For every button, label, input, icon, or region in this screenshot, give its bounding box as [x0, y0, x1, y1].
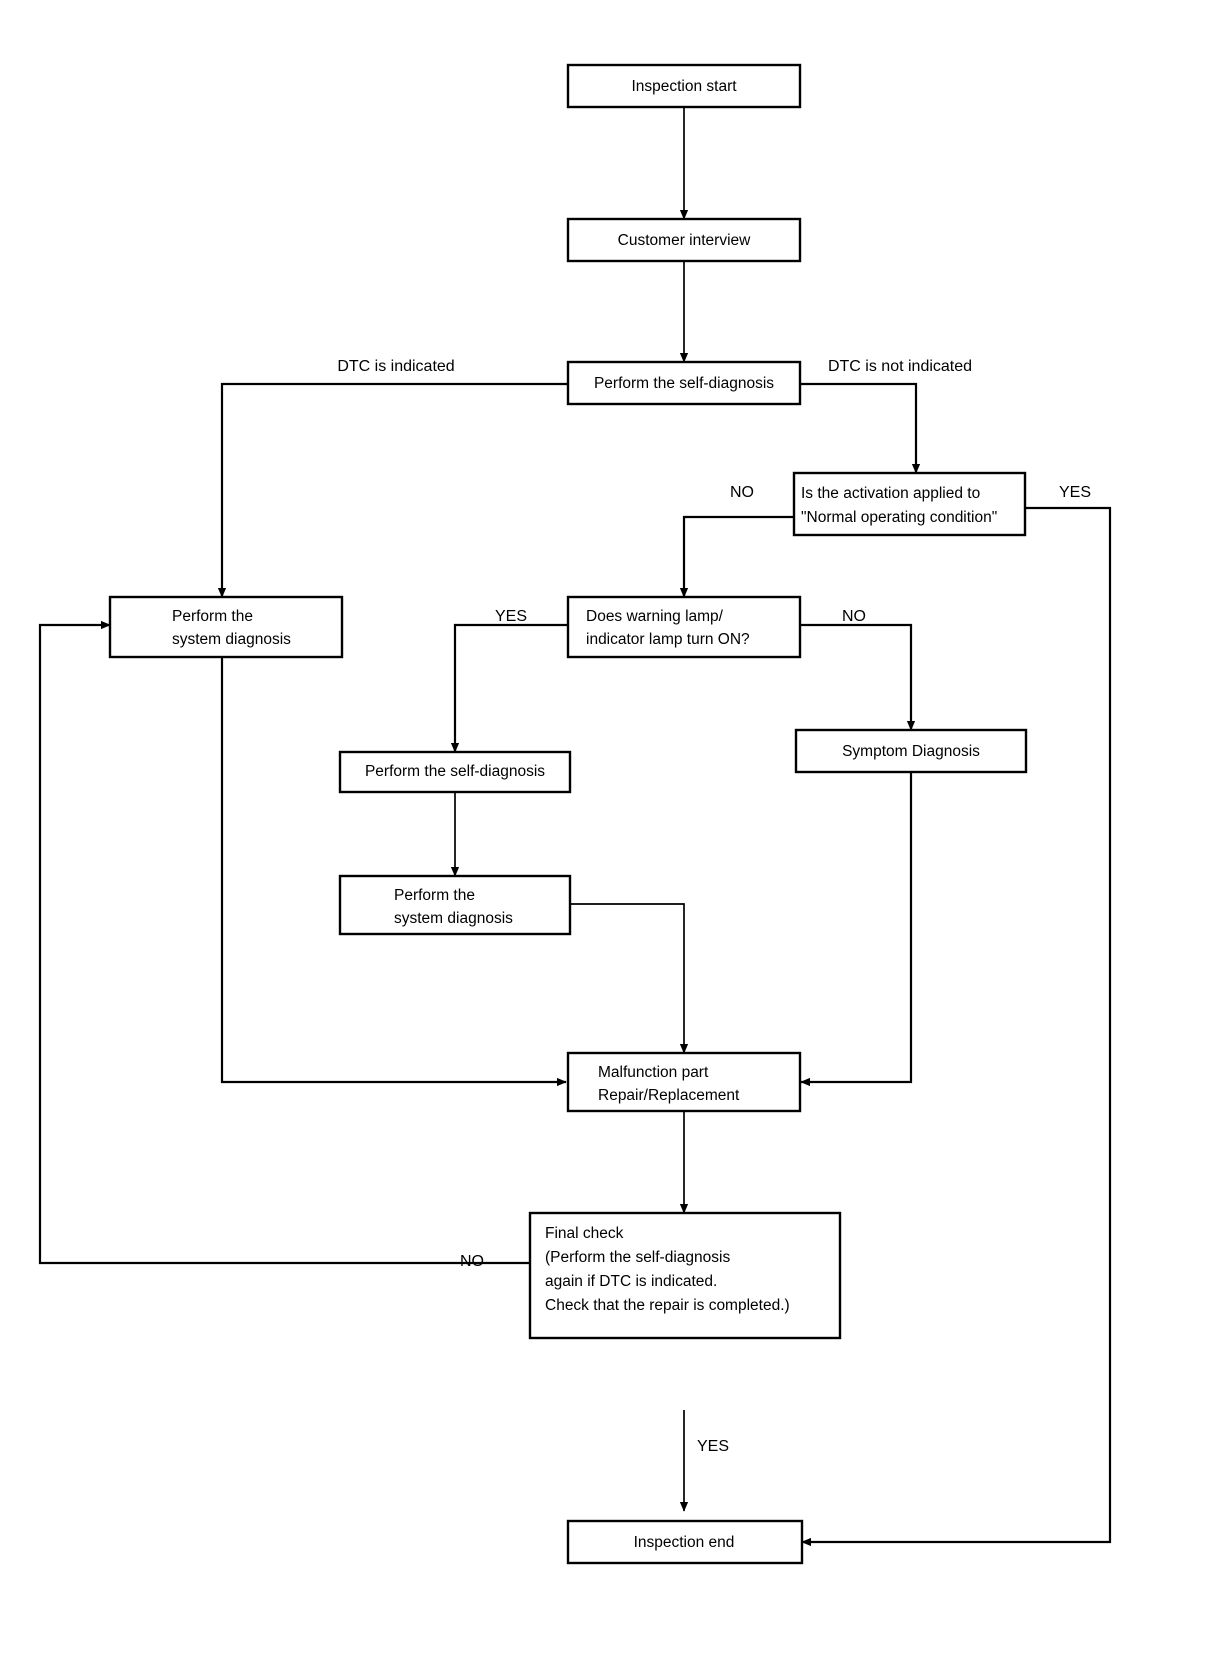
connector-lamp-no: [800, 623, 916, 731]
node-system-diagnosis-left-line1: Perform the: [172, 608, 253, 625]
edge-label-dtc-indicated: DTC is indicated: [337, 358, 454, 375]
connector-dtc-indicated: [217, 382, 568, 598]
node-final-check-line2: (Perform the self-diagnosis: [545, 1249, 730, 1266]
connector-dtc-not-indicated: [800, 382, 921, 474]
node-system-diagnosis-mid[interactable]: [338, 874, 572, 936]
node-inspection-start-label: Inspection start: [631, 78, 737, 95]
node-system-diagnosis-mid-line1: Perform the: [394, 887, 475, 904]
connector-final-no-loop: [38, 620, 530, 1265]
node-system-diagnosis-left-line2: system diagnosis: [172, 631, 291, 648]
connector-activation-yes: [801, 506, 1112, 1547]
node-inspection-end-label: Inspection end: [634, 1534, 735, 1551]
node-warning-lamp-question-line1: Does warning lamp/: [586, 608, 724, 625]
node-symptom-diagnosis-label: Symptom Diagnosis: [842, 743, 980, 760]
node-inspection-end[interactable]: [566, 1519, 804, 1565]
connector-lamp-yes: [450, 623, 568, 753]
connector-symptom-to-malfunction: [800, 772, 913, 1087]
connector-sysdiag-to-malfunction: [568, 903, 689, 1054]
node-activation-question[interactable]: [792, 471, 1027, 537]
node-malfunction-part-line2: Repair/Replacement: [598, 1087, 740, 1104]
node-self-diagnosis-top[interactable]: [566, 360, 802, 406]
node-self-diagnosis-mid[interactable]: [338, 750, 572, 794]
node-final-check[interactable]: [528, 1211, 842, 1340]
node-malfunction-part[interactable]: [566, 1051, 802, 1113]
node-final-check-line3: again if DTC is indicated.: [545, 1273, 717, 1290]
node-warning-lamp-question-line2: indicator lamp turn ON?: [586, 631, 750, 648]
edge-label-dtc-not-indicated: DTC is not indicated: [828, 358, 972, 375]
edge-label-lamp-no: NO: [842, 608, 866, 625]
node-malfunction-part-line1: Malfunction part: [598, 1064, 709, 1081]
node-inspection-start[interactable]: [566, 63, 802, 109]
edge-label-final-no: NO: [460, 1253, 484, 1270]
node-final-check-line1: Final check: [545, 1225, 624, 1242]
connector-left-sysdiag-to-malfunction: [220, 657, 567, 1087]
node-system-diagnosis-mid-line2: system diagnosis: [394, 910, 513, 927]
node-system-diagnosis-left[interactable]: [108, 595, 344, 659]
node-self-diagnosis-top-label: Perform the self-diagnosis: [594, 375, 774, 392]
node-activation-question-line1: Is the activation applied to: [801, 485, 980, 502]
node-final-check-line4: Check that the repair is completed.): [545, 1297, 790, 1314]
edge-label-final-yes: YES: [697, 1438, 729, 1455]
edge-label-lamp-yes: YES: [495, 608, 527, 625]
edge-label-activation-no: NO: [730, 484, 754, 501]
node-customer-interview-label: Customer interview: [618, 232, 751, 249]
node-customer-interview[interactable]: [566, 217, 802, 263]
node-warning-lamp-question[interactable]: [566, 595, 802, 659]
connector-activation-no: [679, 515, 794, 598]
node-symptom-diagnosis[interactable]: [794, 728, 1028, 774]
node-self-diagnosis-mid-label: Perform the self-diagnosis: [365, 763, 545, 780]
edge-label-activation-yes: YES: [1059, 484, 1091, 501]
node-activation-question-line2: "Normal operating condition": [801, 509, 997, 526]
